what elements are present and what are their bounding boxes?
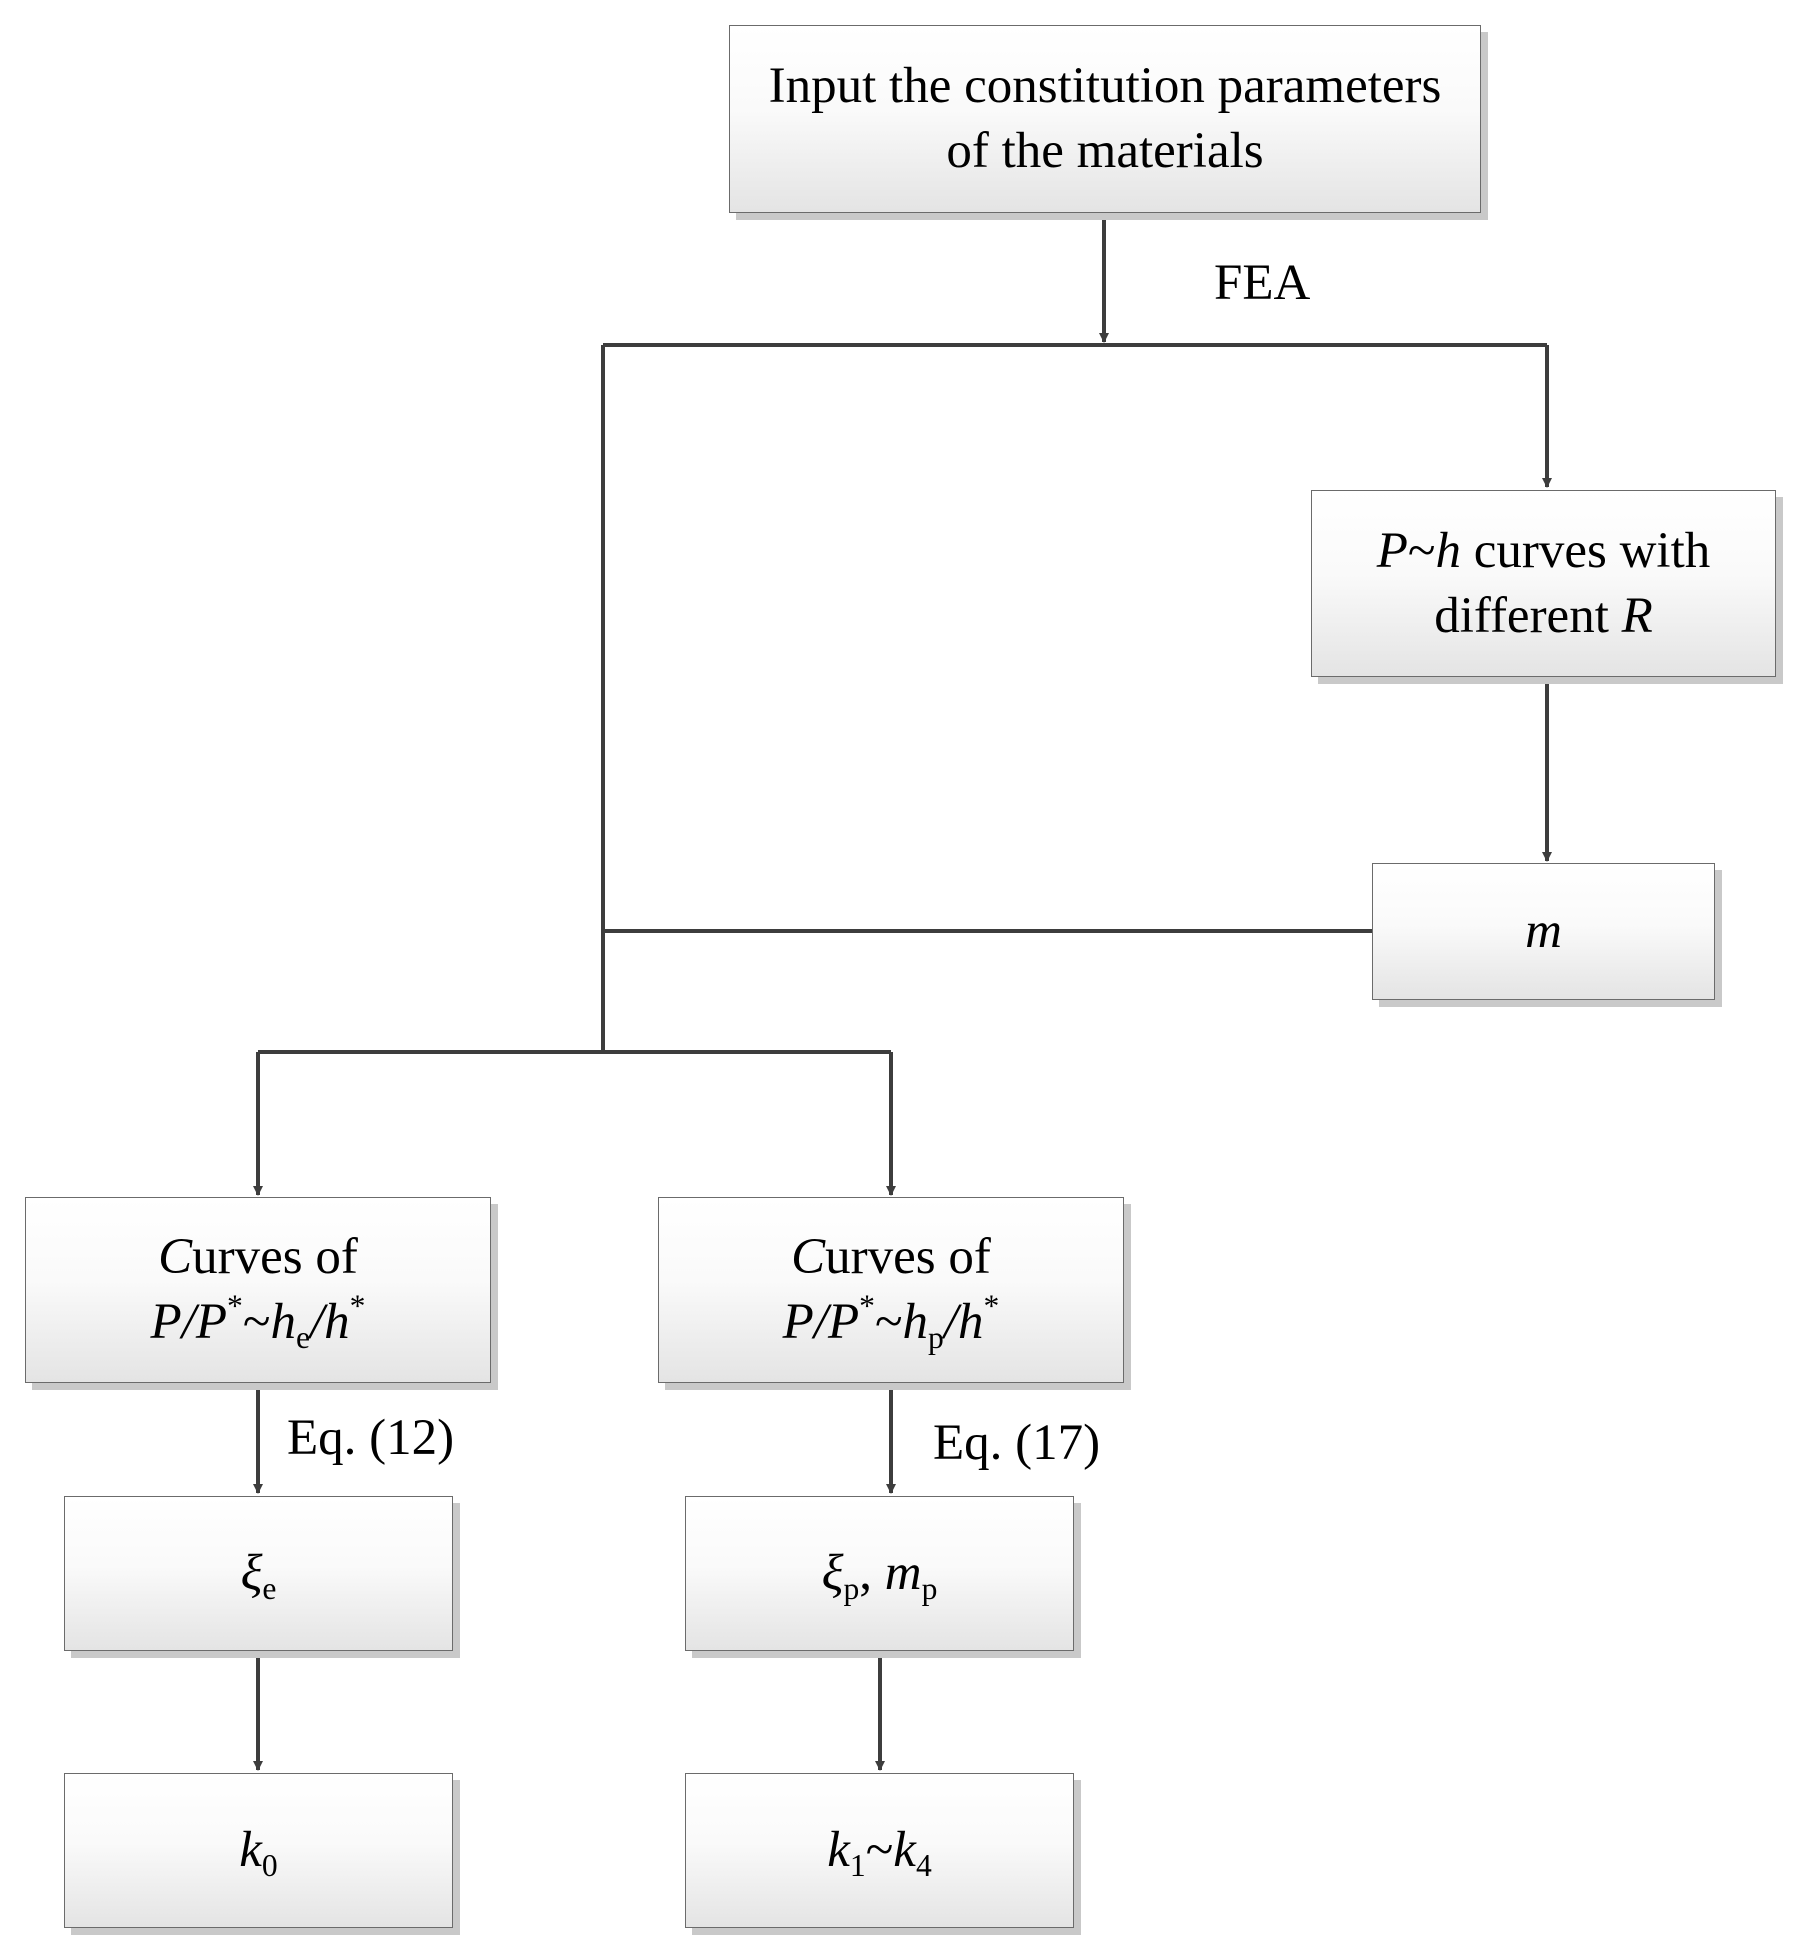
curves-p-line-1: Curves of	[791, 1225, 991, 1290]
xi-separator: ,	[859, 1545, 885, 1602]
input-line-1: Input the constitution parameters	[768, 58, 1442, 115]
formula-h: h	[270, 1294, 296, 1350]
formula-star-sup-2: *	[349, 1288, 366, 1324]
formula-sub-e: e	[295, 1320, 310, 1356]
ph-h-symbol: h	[1435, 522, 1461, 579]
xi-e-box: ξe	[64, 1496, 453, 1651]
formula-h-star: h	[324, 1294, 350, 1350]
m-sub-p: p	[921, 1571, 938, 1607]
input-parameters-box: Input the constitution parameters of the…	[729, 25, 1481, 213]
fea-label: FEA	[1214, 255, 1311, 311]
xi-p-box: ξp, mp	[685, 1496, 1074, 1651]
formula-p-star: P	[195, 1294, 228, 1350]
ph-curves-line-1: P~h curves with	[1377, 519, 1711, 584]
m-box: m	[1372, 863, 1715, 1000]
curves-e-cap: C	[158, 1229, 193, 1286]
k0-box: k0	[64, 1773, 453, 1928]
formula-star-sup: *	[227, 1288, 243, 1324]
k-symbol-2: k	[893, 1822, 916, 1879]
m-symbol: m	[884, 1545, 922, 1602]
ph-tilde: ~	[1407, 522, 1436, 579]
formula-slash: /	[813, 1294, 828, 1350]
k-sub-1: 1	[849, 1848, 866, 1884]
curves-e-box: Curves of P/P*~he/h*	[25, 1197, 491, 1383]
k1-k4-box: k1~k4	[685, 1773, 1074, 1928]
eq12-label: Eq. (12)	[287, 1410, 455, 1466]
curves-p-rest: urves of	[825, 1229, 991, 1286]
formula-star-sup-2: *	[983, 1288, 1000, 1324]
formula-star-sup: *	[859, 1288, 875, 1324]
xi-sub-e: e	[262, 1571, 277, 1607]
ph-r-symbol: R	[1621, 587, 1653, 644]
xi-e-symbol: ξe	[241, 1541, 277, 1606]
formula-p: P	[150, 1294, 182, 1350]
curves-e-formula: P/P*~he/h*	[151, 1290, 366, 1355]
formula-tilde: ~	[242, 1294, 271, 1350]
formula-tilde: ~	[874, 1294, 903, 1350]
formula-slash: /	[181, 1294, 196, 1350]
ph-p-symbol: P	[1376, 522, 1408, 579]
xi-p-symbols: ξp, mp	[822, 1541, 938, 1606]
xi-symbol: ξ	[821, 1545, 844, 1602]
formula-h-star: h	[958, 1294, 984, 1350]
eq17-label: Eq. (17)	[933, 1415, 1101, 1471]
ph-curves-text: curves with	[1460, 522, 1711, 579]
formula-slash-2: /	[943, 1294, 959, 1350]
xi-sub-p: p	[843, 1571, 860, 1607]
k0-symbol: k0	[239, 1818, 277, 1883]
xi-symbol: ξ	[240, 1545, 263, 1602]
formula-h: h	[902, 1294, 929, 1350]
input-line-2: of the materials	[946, 123, 1264, 179]
formula-sub-p: p	[928, 1320, 944, 1356]
curves-p-box: Curves of P/P*~hp/h*	[658, 1197, 1124, 1383]
curves-e-line-1: Curves of	[158, 1225, 358, 1290]
formula-slash-2: /	[309, 1294, 325, 1350]
k1-k4-symbols: k1~k4	[827, 1818, 932, 1883]
curves-e-rest: urves of	[192, 1229, 358, 1286]
ph-different-text: different	[1434, 587, 1622, 644]
m-symbol: m	[1525, 903, 1562, 960]
formula-p: P	[782, 1294, 814, 1350]
ph-curves-line-2: different R	[1434, 584, 1653, 649]
k-symbol: k	[239, 1822, 262, 1879]
curves-p-cap: C	[791, 1229, 826, 1286]
formula-p-star: P	[827, 1294, 860, 1350]
k-tilde: ~	[865, 1822, 894, 1879]
ph-curves-box: P~h curves with different R	[1311, 490, 1776, 677]
k-symbol-1: k	[827, 1822, 850, 1879]
k-sub-0: 0	[261, 1848, 278, 1884]
curves-p-formula: P/P*~hp/h*	[783, 1290, 1000, 1355]
k-sub-4: 4	[915, 1848, 932, 1884]
